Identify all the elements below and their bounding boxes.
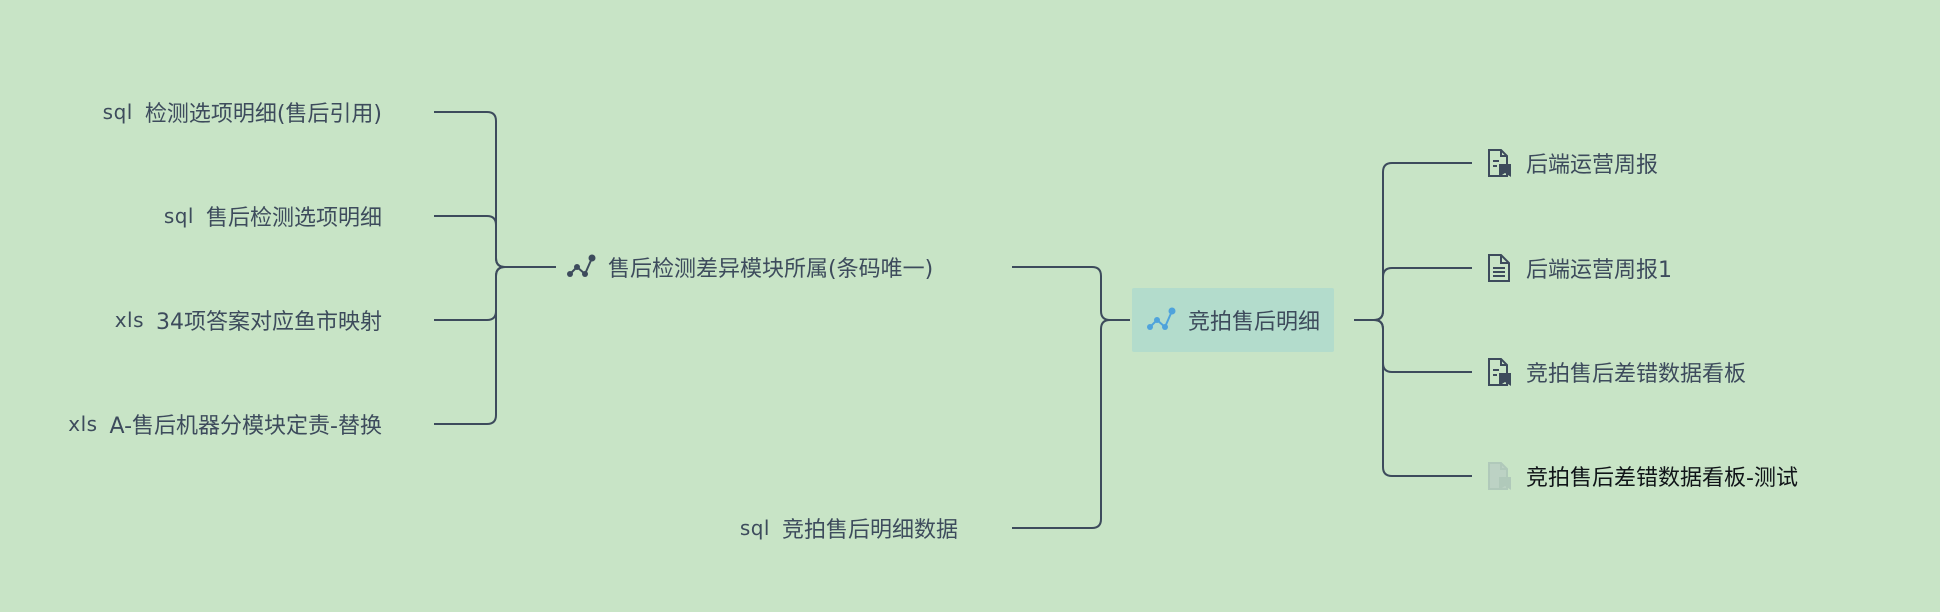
sql-tag: sql	[739, 516, 770, 540]
source-node-3[interactable]: xls 34项答案对应鱼市映射	[40, 305, 382, 335]
edge-output-3	[1354, 319, 1472, 373]
source-node-2[interactable]: sql 售后检测选项明细	[40, 201, 382, 231]
lineage-graph-icon	[1146, 305, 1176, 335]
xls-tag: xls	[68, 412, 98, 436]
output-node-3[interactable]: 竞拍售后差错数据看板	[1484, 357, 1746, 387]
edge-source-2	[434, 215, 556, 268]
output-node-2[interactable]: 后端运营周报1	[1484, 253, 1672, 283]
sql-tag: sql	[163, 204, 194, 228]
faded-report-icon	[1484, 461, 1514, 491]
center-node[interactable]: 竞拍售后明细	[1132, 288, 1335, 352]
output-label: 竞拍售后差错数据看板	[1526, 362, 1747, 387]
output-node-4[interactable]: 竞拍售后差错数据看板-测试	[1484, 461, 1798, 491]
edge-source-4	[434, 266, 556, 425]
output-label: 竞拍售后差错数据看板-测试	[1526, 466, 1798, 491]
center-label: 竞拍售后明细	[1188, 310, 1321, 335]
source-node-1[interactable]: sql 检测选项明细(售后引用)	[40, 97, 382, 127]
edge-upper-to-center	[1012, 266, 1130, 321]
report-bookmark-icon	[1484, 357, 1514, 387]
source-label: 34项答案对应鱼市映射	[156, 310, 382, 335]
source-label: A-售后机器分模块定责-替换	[109, 414, 382, 439]
edge-output-4	[1354, 319, 1472, 477]
xls-tag: xls	[114, 308, 144, 332]
edge-output-1	[1354, 162, 1472, 321]
node-label: 售后检测差异模块所属(条码唯一)	[608, 257, 934, 282]
output-label: 后端运营周报	[1526, 153, 1659, 178]
source-label: 检测选项明细(售后引用)	[144, 102, 382, 127]
edge-lower-to-center	[1012, 319, 1130, 529]
output-node-1[interactable]: 后端运营周报	[1484, 148, 1658, 178]
sql-tag: sql	[102, 100, 133, 124]
report-bookmark-icon	[1484, 148, 1514, 178]
edge-output-2	[1354, 267, 1472, 321]
intermediate-node-lower[interactable]: sql 竞拍售后明细数据	[640, 513, 958, 543]
document-icon	[1484, 253, 1514, 283]
source-node-4[interactable]: xls A-售后机器分模块定责-替换	[20, 409, 382, 439]
output-label: 后端运营周报1	[1526, 258, 1672, 283]
intermediate-node-upper[interactable]: 售后检测差异模块所属(条码唯一)	[566, 252, 933, 282]
lineage-graph-icon	[566, 252, 596, 282]
source-label: 售后检测选项明细	[205, 206, 382, 231]
node-label: 竞拍售后明细数据	[781, 518, 958, 543]
